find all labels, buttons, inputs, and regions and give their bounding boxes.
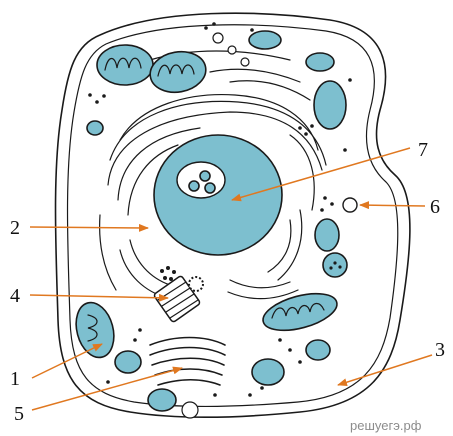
label-3: 3 [435,339,445,361]
label-5: 5 [14,403,24,425]
arrow-4-centriole [30,295,168,298]
arrow-6-vesicle [360,205,425,206]
label-4: 4 [10,285,20,307]
nucleus [154,135,282,255]
label-7: 7 [418,139,428,161]
arrow-2-er [30,227,148,228]
centriole [153,266,203,323]
label-1: 1 [10,368,20,390]
golgi-apparatus [150,338,225,386]
arrow-1-mitochondrion [32,344,102,378]
watermark: решуегэ.рф [350,418,422,433]
arrow-3-membrane [338,355,432,385]
label-2: 2 [10,217,20,239]
label-6: 6 [430,196,440,218]
